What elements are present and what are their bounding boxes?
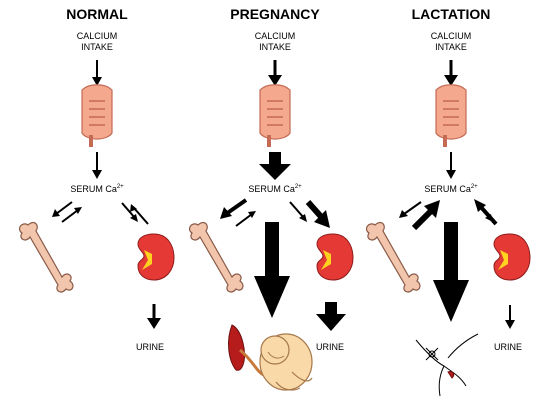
- intestine-icon: [436, 85, 466, 147]
- intestine-icon: [82, 85, 112, 147]
- bone-icon: [20, 223, 73, 292]
- bone-icon: [190, 223, 243, 292]
- kidney-icon: [317, 234, 353, 280]
- normal-column: [20, 60, 174, 329]
- kidney-icon: [494, 234, 530, 280]
- pregnancy-column: [190, 60, 353, 390]
- breast-icon: [416, 334, 478, 396]
- intestine-icon: [260, 85, 290, 147]
- kidney-icon: [138, 234, 174, 280]
- bone-icon: [367, 223, 420, 292]
- fetus-icon: [229, 325, 312, 390]
- lactation-column: [367, 60, 530, 396]
